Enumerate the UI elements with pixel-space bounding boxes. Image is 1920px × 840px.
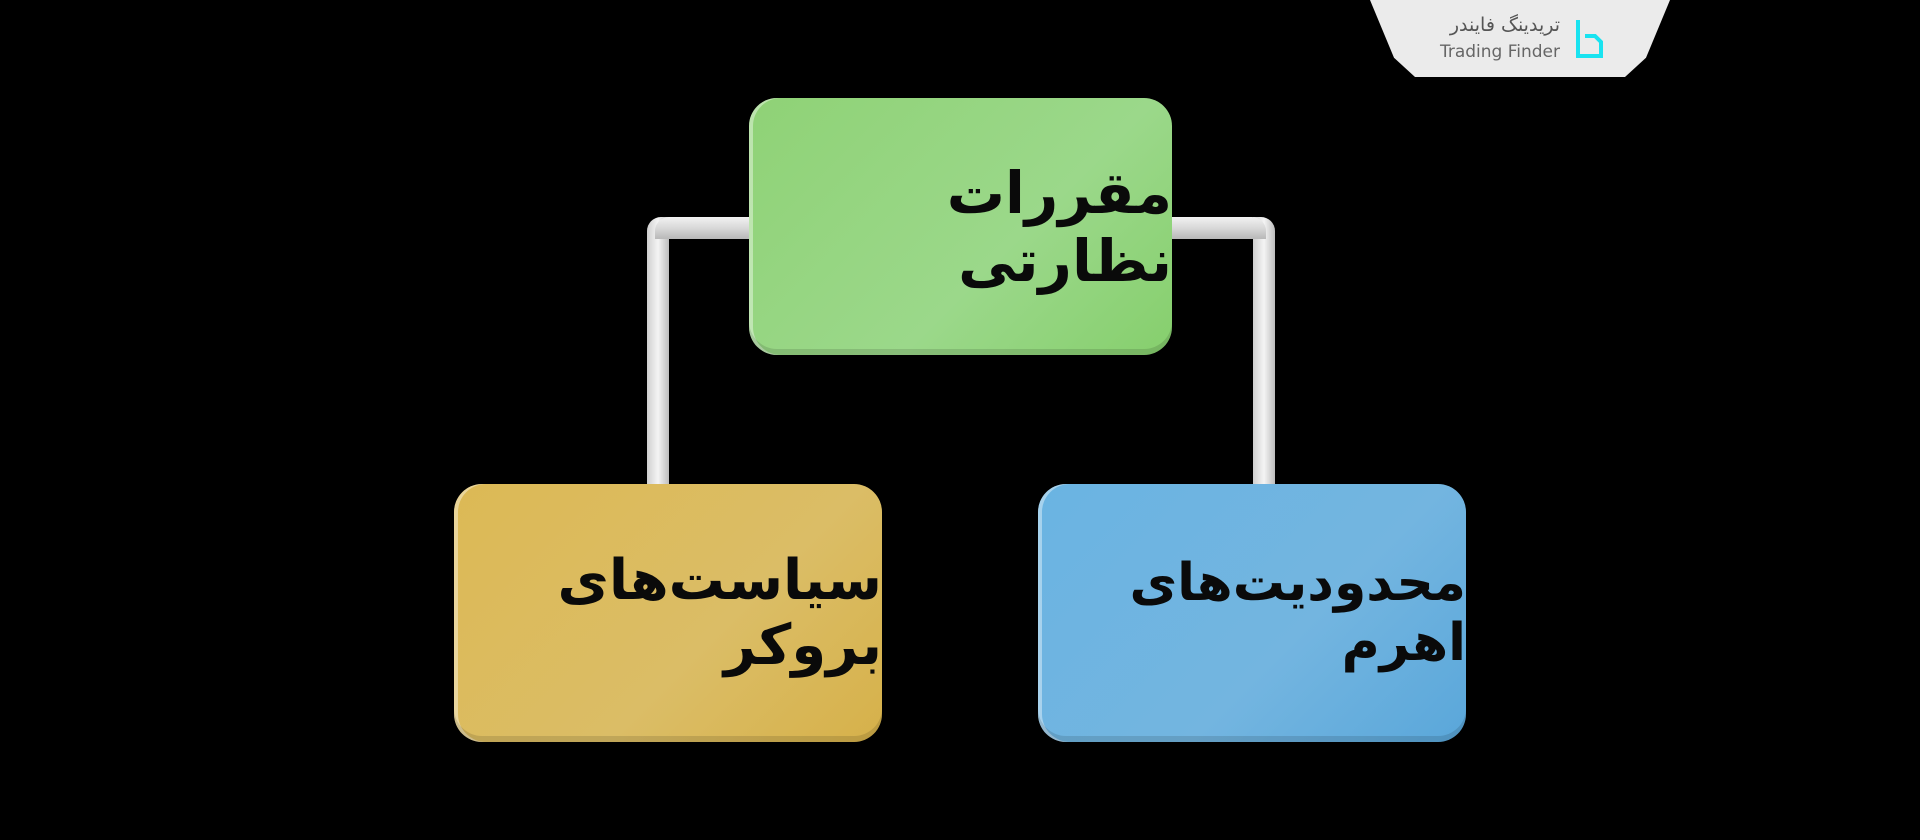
node-broker-policies: سیاست‌های بروکر (454, 484, 882, 742)
trading-finder-logo: تریدینگ فایندر Trading Finder (1370, 0, 1670, 77)
node-label: سیاست‌های بروکر (557, 548, 883, 678)
connector-left-vertical (647, 217, 669, 485)
connector-left-horizontal (655, 217, 755, 239)
connector-right-vertical (1253, 217, 1275, 485)
connector-right-horizontal (1166, 217, 1266, 239)
node-leverage-limits: محدودیت‌های اهرم (1038, 484, 1466, 742)
node-regulatory-rules: مقررات نظارتی (749, 98, 1172, 355)
logo-mark-icon (1576, 20, 1603, 58)
node-label: مقررات نظارتی (946, 158, 1172, 295)
node-label: محدودیت‌های اهرم (1129, 553, 1466, 673)
logo-text-en: Trading Finder (1439, 42, 1560, 62)
logo-text-fa: تریدینگ فایندر (1449, 14, 1560, 36)
